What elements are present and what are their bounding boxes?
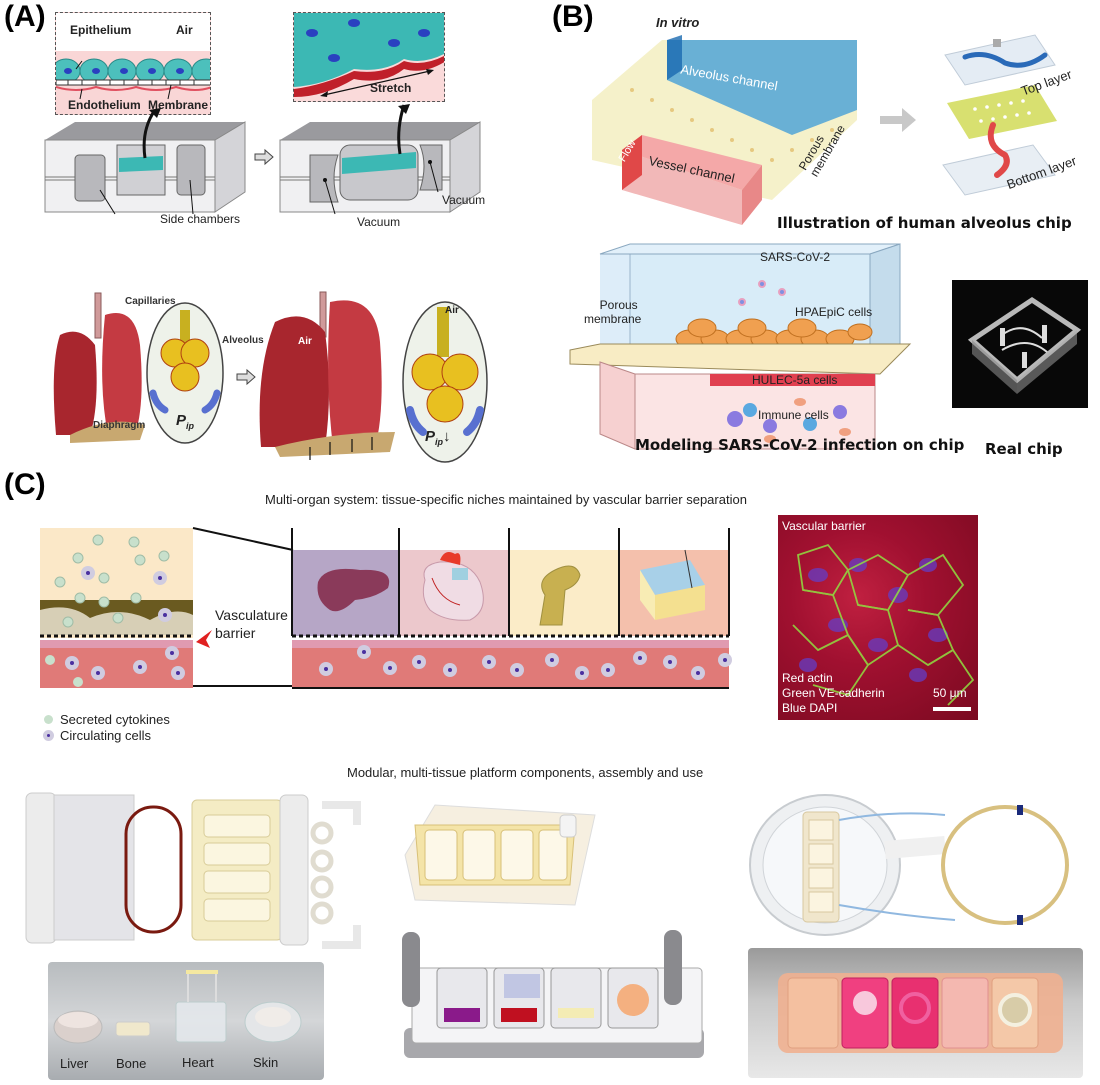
stretch-label: Stretch (370, 81, 412, 95)
infection-caption: Modeling SARS-CoV-2 infection on chip (635, 436, 965, 454)
vacuum-left-label: Vacuum (357, 215, 401, 229)
platform-with-tubing-photo (745, 790, 1075, 940)
panel-a-inset-stretched: Stretch (293, 12, 445, 102)
heart-icon (422, 552, 484, 621)
transition-arrow-icon (254, 148, 274, 166)
sars-label: SARS-CoV-2 (760, 250, 831, 264)
micrograph-green-label: Green VE-cadherin (782, 686, 885, 700)
hpaepic-label: HPAEpiC cells (795, 305, 873, 319)
multi-organ-schematic (40, 527, 732, 689)
membrane-label: Membrane (148, 98, 209, 112)
device-resting-illustration (44, 108, 246, 215)
device-stretched-illustration (279, 104, 481, 215)
vacuum-right-label: Vacuum (442, 193, 486, 207)
micrograph-red-label: Red actin (782, 671, 833, 685)
liver-icon (317, 568, 390, 612)
epithelium-cells (56, 58, 210, 84)
tissue-label-skin: Skin (253, 1055, 279, 1070)
skin-icon (640, 549, 705, 620)
in-vitro-label: In vitro (656, 15, 700, 30)
platform-in-culture-photo (748, 948, 1083, 1078)
diaphragm-label: Diaphragm (93, 420, 146, 431)
tissue-modules-photo: Liver Bone Heart Skin (48, 962, 324, 1080)
gray-arrow-icon (880, 108, 916, 132)
modular-title: Modular, multi-tissue platform component… (347, 765, 704, 780)
tissue-label-bone: Bone (116, 1056, 147, 1071)
panel-c-label: (C) (4, 468, 46, 501)
illustration-caption: Illustration of human alveolus chip (777, 214, 1072, 232)
tissue-label-liver: Liver (60, 1056, 89, 1071)
real-chip-caption: Real chip (985, 440, 1063, 458)
platform-cad-render (392, 928, 710, 1078)
real-chip-photo (952, 280, 1088, 408)
panel-a-inset-resting: Epithelium Air Endothelium Membrane (55, 12, 211, 115)
alveolus-label: Alveolus (222, 335, 264, 346)
pip-left-label: Pip (176, 412, 195, 431)
alveolus-chip-schematic (592, 35, 857, 225)
epithelium-label: Epithelium (70, 23, 132, 37)
lungs-exhale-illustration (53, 292, 224, 444)
tissue-label-heart: Heart (182, 1055, 214, 1070)
hulec-label: HULEC-5a cells (752, 373, 838, 387)
panel-b-label: (B) (552, 0, 594, 33)
multi-organ-title: Multi-organ system: tissue-specific nich… (265, 492, 747, 507)
scale-bar-label: 50 μm (933, 686, 967, 700)
scale-bar (933, 707, 971, 711)
endothelium-label: Endothelium (68, 98, 141, 112)
vascular-barrier-micrograph: Vascular barrier Red actin Green VE-cadh… (778, 515, 978, 720)
legend-cytokines-text: Secreted cytokines (60, 712, 170, 727)
capillaries-label: Capillaries (125, 296, 176, 307)
lungs-inhale-illustration (259, 291, 488, 463)
micrograph-blue-label: Blue DAPI (782, 701, 838, 715)
cytokine-swatch-icon (44, 715, 53, 724)
pip-right-label: Pip↓ (425, 428, 451, 447)
bone-icon (539, 565, 581, 626)
panel-a-label: (A) (4, 0, 46, 33)
transition-arrow-icon (236, 368, 256, 386)
platform-components-photo (22, 785, 372, 955)
air-label: Air (176, 23, 193, 37)
side-chambers-label: Side chambers (160, 212, 241, 226)
chip-layers-exploded-view (942, 34, 1057, 196)
air-inset-label: Air (445, 305, 459, 316)
air-center-label: Air (298, 336, 312, 347)
micrograph-title: Vascular barrier (782, 519, 866, 533)
immune-cells-label: Immune cells (758, 408, 829, 422)
infection-model-schematic (569, 243, 912, 450)
assembled-platform-photo (395, 785, 605, 920)
legend-circulating-text: Circulating cells (60, 728, 152, 743)
